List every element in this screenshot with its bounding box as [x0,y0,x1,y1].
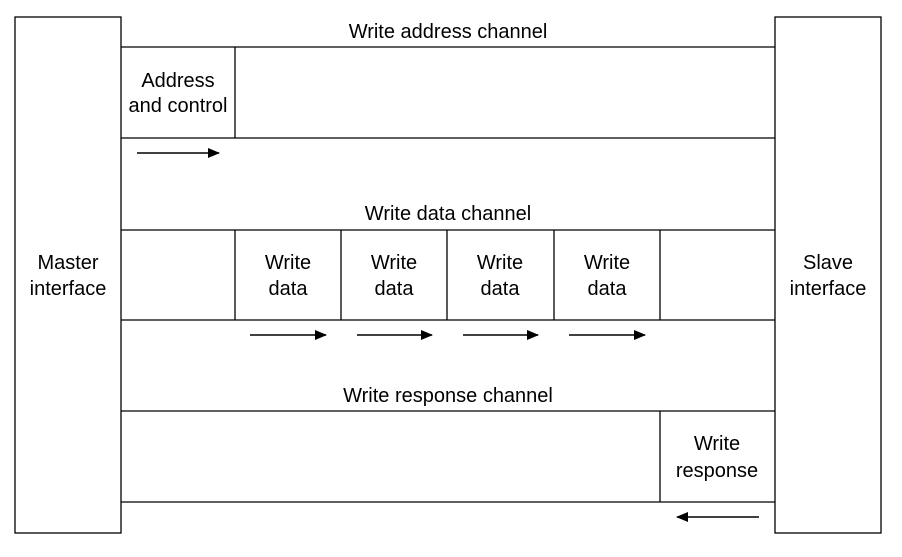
response-block-label-line2: response [676,460,758,482]
data-block-label-line1: Write [477,252,523,274]
data-channel-title: Write data channel [365,203,531,225]
data-block-label-line2: data [481,278,521,300]
address-block-label-line1: Address [141,70,214,92]
data-block-label-line2: data [269,278,309,300]
slave-interface-label-line1: Slave [803,252,853,274]
data-block-label-line1: Write [265,252,311,274]
data-block-label-line1: Write [371,252,417,274]
address-block-label-line2: and control [129,95,228,117]
master-interface-label-line2: interface [30,278,107,300]
master-interface-label-line1: Master [37,252,98,274]
address-channel-title: Write address channel [349,21,548,43]
data-block-label-line2: data [588,278,628,300]
response-block-label-line1: Write [694,433,740,455]
data-block-label-line2: data [375,278,415,300]
master-interface-box [14,16,122,534]
slave-interface-box [774,16,882,534]
data-block-label-line1: Write [584,252,630,274]
response-channel-title: Write response channel [343,385,553,407]
slave-interface-label-line2: interface [790,278,867,300]
